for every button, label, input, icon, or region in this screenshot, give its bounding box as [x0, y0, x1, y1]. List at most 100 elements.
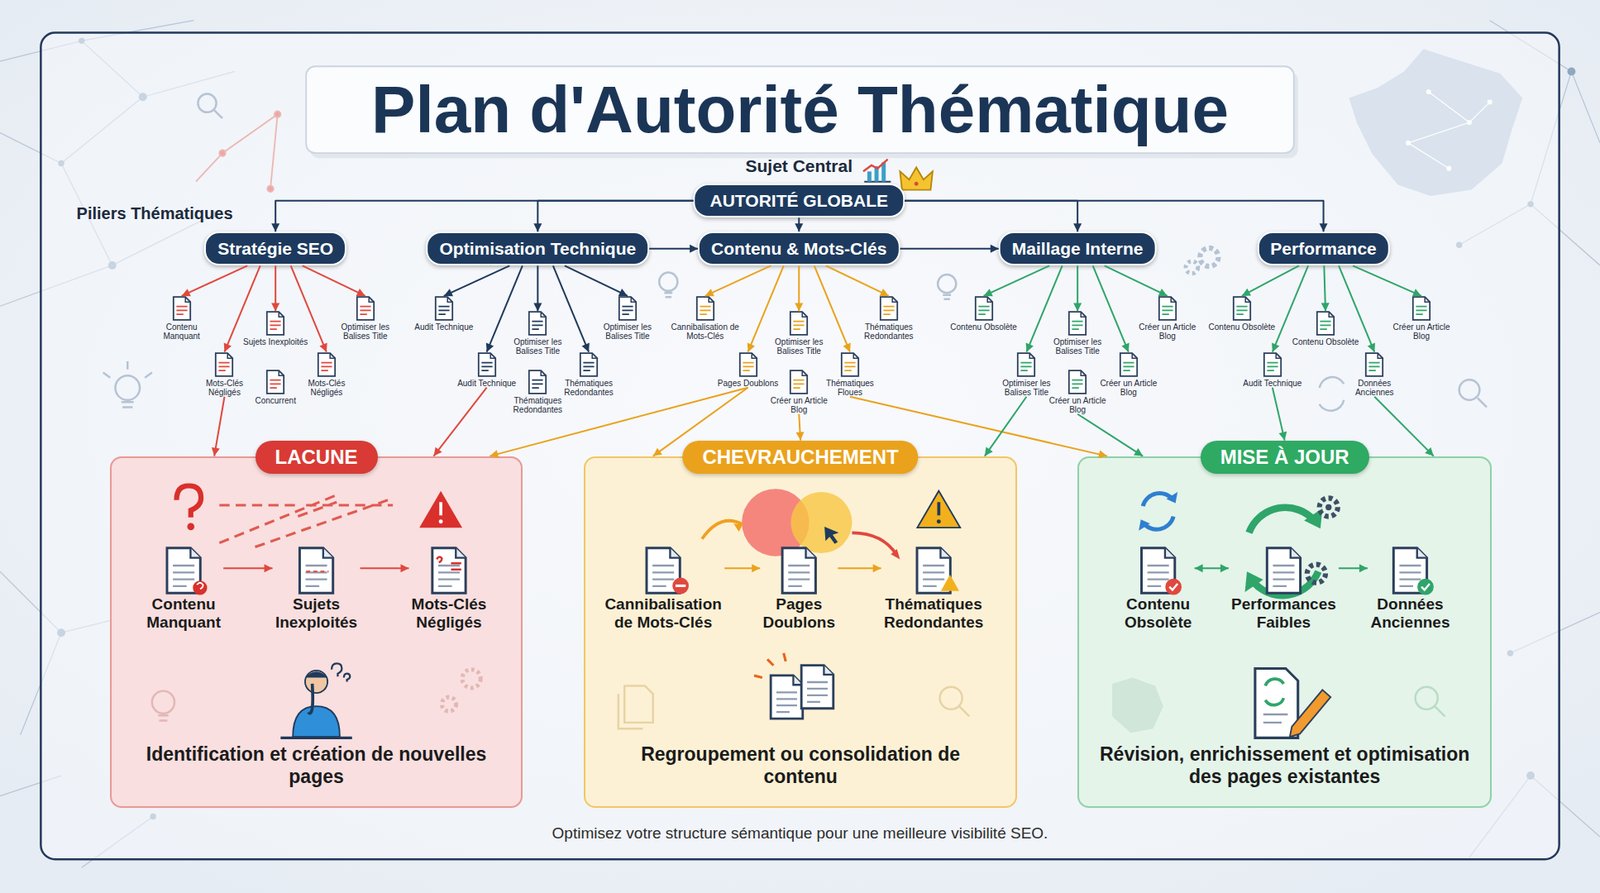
doc-icon — [1245, 296, 1251, 302]
connector-line — [564, 265, 628, 297]
connector — [360, 563, 410, 573]
update-illustration — [1165, 578, 1182, 596]
connector — [1321, 265, 1330, 311]
doc-icon — [541, 312, 547, 318]
doc-icon — [278, 370, 284, 376]
doc-node: Contenu Obsolète — [1290, 310, 1361, 347]
faint-icons — [663, 292, 673, 297]
diagram-title: Plan d'Autorité Thématique — [305, 66, 1295, 153]
doc-icon — [270, 379, 282, 388]
network-dots — [1567, 66, 1577, 76]
doc-icon — [844, 362, 855, 371]
connector — [1338, 563, 1368, 573]
doc-icon — [1411, 296, 1432, 321]
overlap-illustration — [702, 520, 743, 540]
node-text: Optimiser les Balises Title — [592, 322, 663, 341]
france-map — [1405, 89, 1493, 172]
connector-line — [1026, 265, 1062, 352]
doc-icon — [1236, 305, 1247, 315]
arrow-head — [1133, 448, 1143, 457]
node-text: Concurrent — [240, 396, 311, 406]
node-text: Optimiser les Balises Title — [330, 322, 401, 341]
doc-icon — [172, 296, 190, 320]
gap-illustration — [299, 548, 333, 594]
panel-grounds — [109, 456, 523, 809]
doc-icon — [1131, 353, 1137, 359]
connector-line — [487, 265, 523, 352]
connector — [837, 563, 881, 573]
connector — [489, 387, 748, 459]
arrow-head — [271, 302, 280, 311]
arrow-head — [1098, 449, 1108, 459]
doc-icon — [529, 370, 546, 394]
faint-icons — [114, 375, 140, 401]
doc-icon — [1080, 370, 1086, 376]
connector — [899, 244, 999, 254]
connector — [433, 387, 487, 457]
overlap-illustration — [917, 491, 960, 528]
connector — [271, 200, 693, 232]
arrow-head — [319, 343, 327, 353]
update-illustration — [1417, 578, 1434, 596]
doc-icon — [1266, 362, 1278, 371]
doc-icon — [477, 352, 497, 378]
doc-node: Thématiques Redondantes — [502, 369, 573, 415]
doc-node: Optimiser les Balises Title — [764, 310, 834, 356]
doc-node: Créer un Article Blog — [1386, 296, 1457, 341]
doc-icon — [1377, 353, 1383, 359]
node-text: Pages Doublons — [713, 378, 784, 388]
doc-icon — [267, 370, 284, 394]
node-text: Mots-Clés Négligés — [291, 378, 362, 397]
arrow-head — [1194, 563, 1204, 573]
node-text: Mots-Clés Négligés — [189, 378, 259, 397]
doc-icon — [802, 312, 808, 318]
arrow-head — [747, 343, 755, 353]
connector — [1338, 265, 1376, 352]
update-illustration — [1289, 689, 1331, 737]
arrow-head — [444, 288, 454, 297]
node-text: Performances Faibles — [1228, 595, 1339, 632]
node-text: Thématiques Redondantes — [881, 595, 987, 632]
arrow-head — [796, 431, 805, 440]
arrow-head — [271, 223, 280, 232]
doc-icon — [1275, 353, 1281, 359]
doc-icon — [974, 296, 994, 321]
arrow-head — [990, 244, 999, 254]
overlap-illustration — [733, 523, 743, 532]
connector — [649, 244, 698, 254]
node-text: Thématiques Redondantes — [854, 322, 924, 341]
overlap-illustration — [675, 584, 686, 588]
gap-illustration — [439, 519, 444, 524]
doc-icon — [1232, 296, 1252, 321]
doc-icon — [1072, 379, 1084, 388]
doc-icon — [176, 305, 187, 315]
node-text: Contenu Obsolète — [1207, 322, 1277, 332]
doc-node: Contenu Obsolète — [1207, 296, 1277, 332]
doc-icon — [751, 353, 757, 359]
doc-icon — [1157, 296, 1178, 321]
doc-icon — [368, 296, 374, 302]
arrow-head — [1271, 343, 1280, 353]
node-text: Optimiser les Balises Title — [502, 337, 573, 356]
faint-icons — [937, 274, 956, 293]
connector-line — [1077, 414, 1143, 457]
node-text: Thématiques Floues — [815, 378, 885, 397]
arrow-head — [533, 302, 542, 311]
doc-icon — [532, 379, 544, 388]
pillars-label: Piliers Thématiques — [76, 204, 234, 224]
doc-node: Mots-Clés Négligés — [291, 352, 362, 397]
connector — [747, 265, 784, 352]
connector — [564, 265, 628, 297]
connector — [850, 396, 1108, 459]
doc-icon — [185, 296, 191, 302]
gap-illustration — [439, 501, 443, 516]
overlap-illustration — [851, 532, 897, 555]
panel-grounds — [1077, 456, 1492, 809]
doc-icon — [527, 369, 548, 395]
doc-icon — [435, 296, 453, 320]
overlap-illustration — [801, 665, 834, 709]
doc-icon — [1364, 352, 1385, 378]
arrow-head — [705, 288, 715, 297]
overlap-illustration — [824, 526, 839, 545]
doc-node: Contenu Obsolète — [949, 296, 1019, 332]
